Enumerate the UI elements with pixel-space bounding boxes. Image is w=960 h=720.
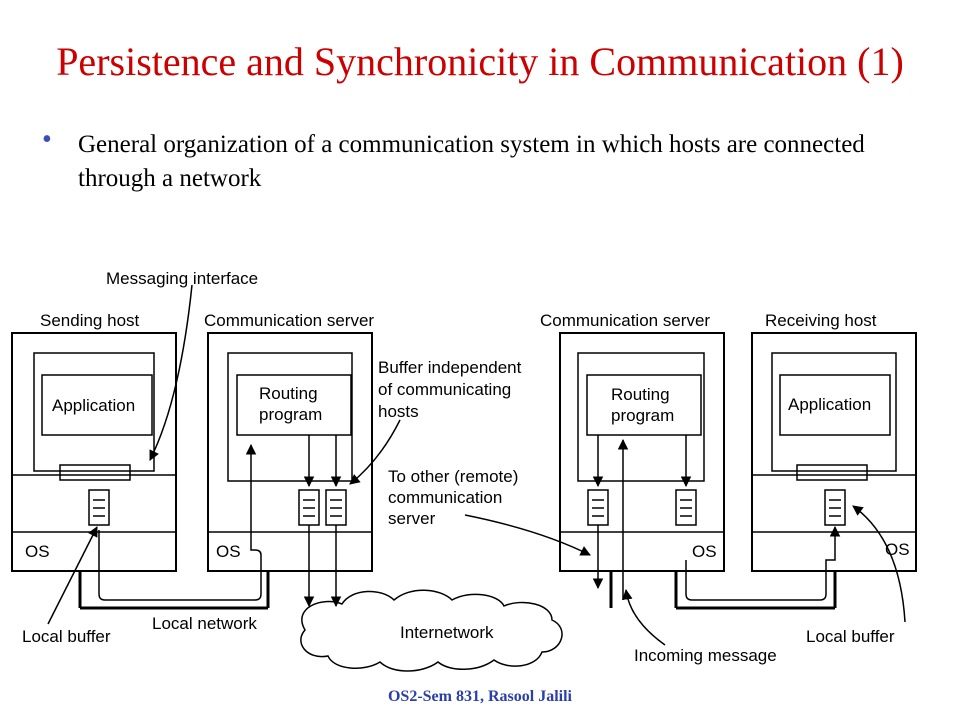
routing-right-label-2: program: [611, 406, 674, 425]
buffer-independent-label-3: hosts: [378, 402, 419, 421]
messaging-interface-label: Messaging interface: [106, 269, 258, 288]
local-buffer-left-label: Local buffer: [22, 627, 111, 646]
os-label-4: OS: [885, 540, 910, 559]
routing-left-label-2: program: [259, 405, 322, 424]
routing-left-label-1: Routing: [259, 384, 318, 403]
messaging-interface-bar: [59, 464, 131, 481]
buffer-independent-label-2: of communicating: [378, 380, 511, 399]
sending-host-box: [11, 332, 177, 572]
internetwork-cloud: [300, 589, 563, 672]
comm-server-right-box: [559, 332, 725, 572]
comm-server-left-box: [207, 332, 373, 572]
receiving-host-box: [751, 332, 917, 572]
slide-title: Persistence and Synchronicity in Communi…: [56, 39, 904, 84]
to-other-label-1: To other (remote): [388, 467, 518, 486]
routing-right-label-1: Routing: [611, 385, 670, 404]
application-right-label: Application: [788, 395, 871, 414]
incoming-message-label: Incoming message: [634, 646, 777, 665]
buffer-independent-label-1: Buffer independent: [378, 358, 522, 377]
os-label-2: OS: [216, 542, 241, 561]
sending-host-label: Sending host: [40, 311, 140, 330]
slide-footer: OS2-Sem 831, Rasool Jalili: [387, 688, 572, 705]
local-buffer-icon: [88, 489, 110, 526]
local-network-right: [609, 525, 841, 610]
to-other-label-2: communication: [388, 488, 502, 507]
internetwork-label: Internetwork: [400, 623, 494, 642]
application-left-label: Application: [52, 396, 135, 415]
os-label-3: OS: [692, 542, 717, 561]
bullet-text: General organization of a communication …: [78, 131, 865, 192]
os-label-1: OS: [25, 542, 50, 561]
to-other-label-3: server: [388, 509, 436, 528]
comm-server-right-label: Communication server: [540, 311, 710, 330]
local-buffer-right-label: Local buffer: [806, 627, 895, 646]
bullet-marker: •: [42, 124, 52, 155]
receiving-host-label: Receiving host: [765, 311, 877, 330]
comm-server-left-label: Communication server: [204, 311, 374, 330]
local-network-label: Local network: [152, 614, 257, 633]
local-network-left: [78, 443, 270, 610]
